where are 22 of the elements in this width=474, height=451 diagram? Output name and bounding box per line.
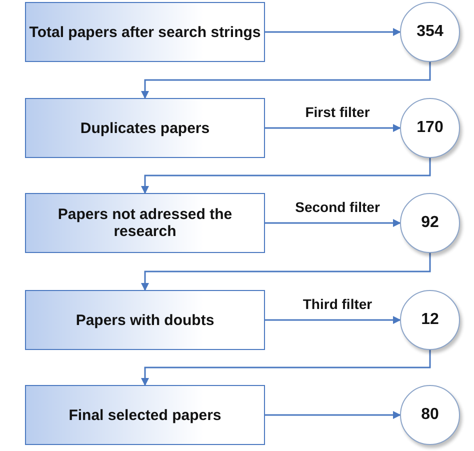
count-circle: 12 bbox=[400, 290, 460, 350]
arrow bbox=[141, 158, 431, 194]
edge-label: Third filter bbox=[300, 296, 374, 312]
arrow bbox=[141, 253, 431, 291]
arrow bbox=[265, 28, 401, 36]
process-box: Total papers after search strings bbox=[25, 2, 265, 62]
process-box: Duplicates papers bbox=[25, 98, 265, 158]
count-circle: 80 bbox=[400, 385, 460, 445]
count-circle: 170 bbox=[400, 98, 460, 158]
process-box: Final selected papers bbox=[25, 385, 265, 445]
arrow bbox=[265, 219, 401, 227]
edge-label: First filter bbox=[303, 104, 372, 120]
process-box: Papers not adressed the research bbox=[25, 193, 265, 253]
arrow bbox=[265, 316, 401, 324]
process-box: Papers with doubts bbox=[25, 290, 265, 350]
edge-label: Second filter bbox=[293, 199, 382, 215]
arrow bbox=[265, 411, 401, 419]
arrow bbox=[141, 350, 431, 386]
count-circle: 92 bbox=[400, 193, 460, 253]
arrow bbox=[265, 124, 401, 132]
count-circle: 354 bbox=[400, 2, 460, 62]
arrow bbox=[141, 62, 431, 99]
